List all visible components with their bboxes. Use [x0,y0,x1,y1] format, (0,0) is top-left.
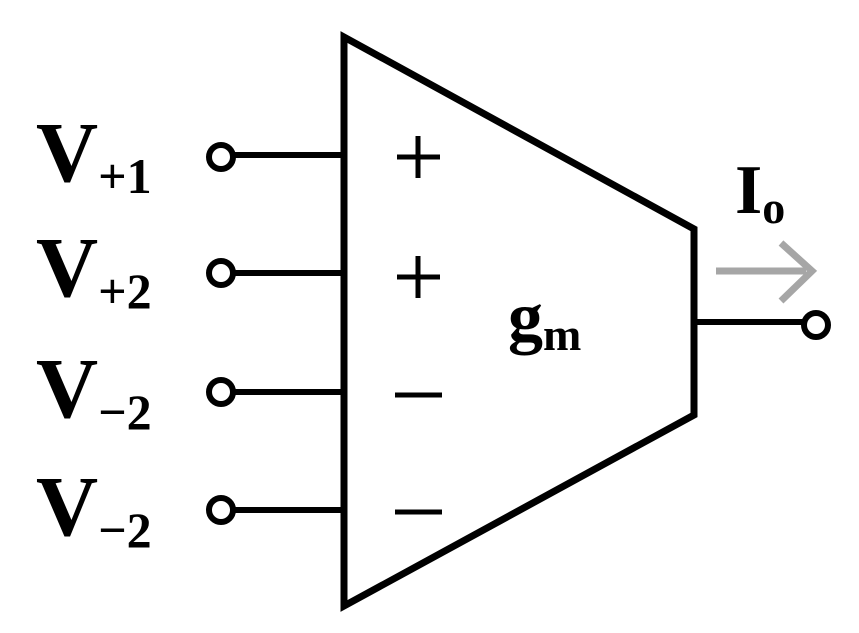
plus-sign-1: + [397,136,440,178]
input-label-3: V−2 [36,340,152,440]
input-terminal-2 [206,258,236,288]
output-terminal [801,310,831,340]
input-terminal-1 [206,142,236,172]
block-label: gm [508,279,581,360]
input-label-4: V−2 [36,458,152,558]
amplifier-body [340,31,698,612]
input-label-1: V+1 [36,104,152,204]
input-terminal-3 [206,377,236,407]
plus-sign-2: + [397,256,440,298]
output-label: Io [735,152,785,233]
input-terminal-4 [206,495,236,525]
output-current-arrow-icon [716,240,818,304]
input-label-2: V+2 [36,219,152,319]
